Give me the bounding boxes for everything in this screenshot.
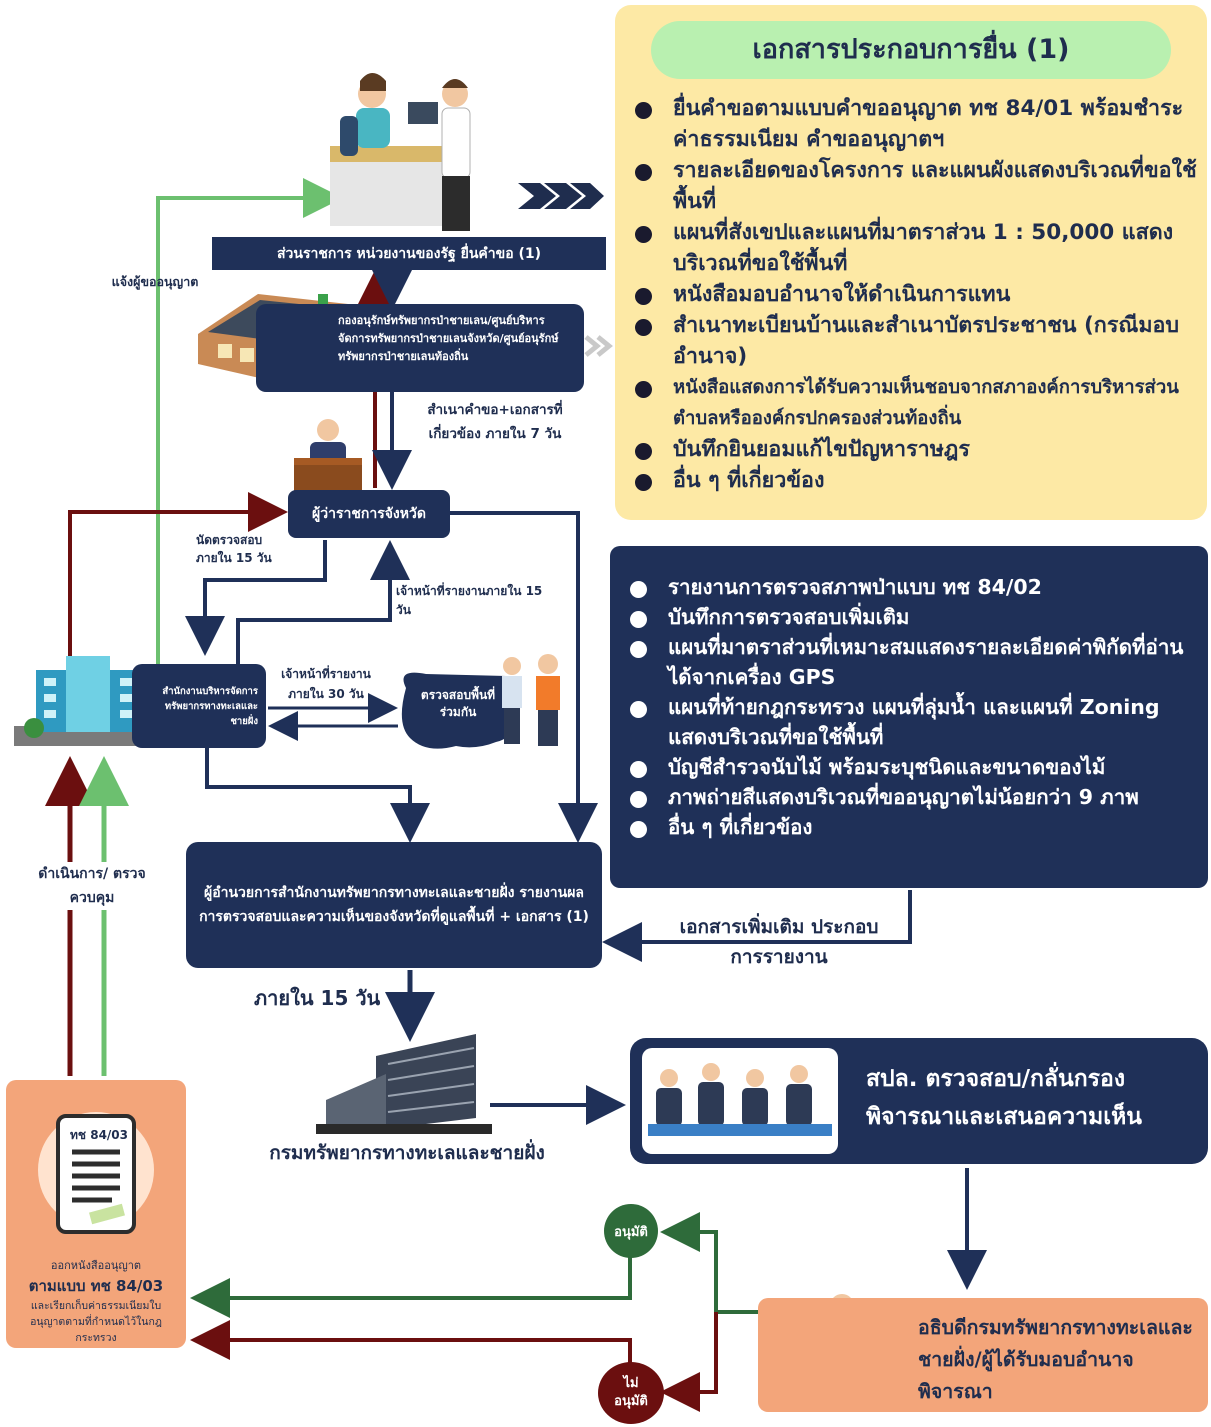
permit-line-2: ตามแบบ ทช 84/03 (28, 1277, 164, 1295)
committee-box: สปล. ตรวจสอบ/กลั่นกรอง พิจารณาและเสนอควา… (630, 1038, 1208, 1164)
list-item: รายละเอียดของโครงการ และแผนผังแสดงบริเวณ… (623, 155, 1201, 217)
required-documents-panel: เอกสารประกอบการยื่น (1) ยื่นคำขอตามแบบคำ… (615, 5, 1207, 520)
operate-control-label: ดำเนินการ/ ตรวจควบคุม (30, 862, 154, 910)
director-general-text: อธิบดีกรมทรัพยากรทางทะเลและชายฝั่ง/ผู้ได… (918, 1316, 1193, 1403)
list-item: บันทึกการตรวจสอบเพิ่มเติม (618, 602, 1202, 632)
officer-report-30-label: เจ้าหน้าที่รายงาน ภายใน 30 วัน (281, 667, 371, 701)
marine-director-box: ผู้อำนวยการสำนักงานทรัพยากรทางทะเลและชาย… (186, 842, 602, 968)
marine-office-box: สำนักงานบริหารจัดการทรัพยากรทางทะเลและชา… (132, 664, 266, 748)
meeting-illustration (642, 1048, 838, 1154)
not-approve-badge: ไม่ อนุมัติ (598, 1362, 664, 1424)
required-documents-list: ยื่นคำขอตามแบบคำขออนุญาต ทช 84/01 พร้อมช… (623, 93, 1201, 496)
applicant-box: ส่วนราชการ หน่วยงานของรัฐ ยื่นคำขอ (1) (212, 237, 606, 270)
list-item: รายงานการตรวจสภาพป่าแบบ ทช 84/02 (618, 572, 1202, 602)
joint-inspection-label: ตรวจสอบพื้นที่ร่วมกัน (420, 688, 496, 719)
inspectors-illustration (502, 654, 560, 746)
copy-docs-label: สำเนาคำขอ+เอกสารที่เกี่ยวข้อง ภายใน 7 วั… (427, 402, 563, 442)
notify-applicant-label: แจ้งผู้ขออนุญาต (111, 274, 199, 289)
list-item: บันทึกยินยอมแก้ไขปัญหาราษฎร (623, 434, 1201, 465)
governor-desk-illustration (294, 419, 362, 492)
director-general-box: อธิบดีกรมทรัพยากรทางทะเลและชายฝั่ง/ผู้ได… (758, 1298, 1208, 1412)
list-item: บัญชีสำรวจนับไม้ พร้อมระบุชนิดและขนาดของ… (618, 752, 1202, 782)
list-item: แผนที่มาตราส่วนที่เหมาะสมแสดงรายละเอียดค… (618, 632, 1202, 692)
list-item: หนังสือมอบอำนาจให้ดำเนินการแทน (623, 279, 1201, 310)
committee-text: สปล. ตรวจสอบ/กลั่นกรอง พิจารณาและเสนอควา… (866, 1066, 1142, 1130)
chevron-arrows-icon (518, 183, 604, 209)
extra-docs-label: เอกสารเพิ่มเติม ประกอบการรายงาน (679, 916, 879, 968)
inspection-report-list: รายงานการตรวจสภาพป่าแบบ ทช 84/02 บันทึกก… (618, 572, 1202, 842)
double-chevron-icon (584, 335, 613, 357)
list-item: แผนที่ท้ายกฎกระทรวง แผนที่ลุ่มน้ำ และแผน… (618, 692, 1202, 752)
office-building-illustration (14, 656, 164, 746)
approve-badge: อนุมัติ (604, 1204, 658, 1258)
permit-panel: ทช 84/03 ออกหนังสืออนุญาต ตามแบบ ทช 84/0… (6, 1080, 186, 1348)
inspection-report-panel: รายงานการตรวจสภาพป่าแบบ ทช 84/02 บันทึกก… (610, 546, 1208, 888)
permit-line-1: ออกหนังสืออนุญาต (50, 1259, 142, 1272)
reception-desk-illustration (330, 73, 471, 231)
permit-line-3: และเรียกเก็บค่าธรรมเนียมใบอนุญาตตามที่กำ… (30, 1300, 162, 1344)
list-item: ภาพถ่ายสีแสดงบริเวณที่ขออนุญาตไม่น้อยกว่… (618, 782, 1202, 812)
forest-office-box: กองอนุรักษ์ทรัพยากรป่าชายเลน/ศูนย์บริหาร… (256, 304, 584, 392)
officer-report-15-label: เจ้าหน้าที่รายงานภายใน 15 วัน (396, 584, 543, 617)
list-item: แผนที่สังเขปและแผนที่มาตราส่วน 1 : 50,00… (623, 217, 1201, 279)
within-15-days-label: ภายใน 15 วัน (254, 986, 381, 1010)
inspect-blob (401, 672, 522, 749)
permit-document-icon (38, 1112, 154, 1234)
list-item: ยื่นคำขอตามแบบคำขออนุญาต ทช 84/01 พร้อมช… (623, 93, 1201, 155)
list-item: หนังสือแสดงการได้รับความเห็นชอบจากสภาองค… (623, 372, 1201, 434)
list-item: อื่น ๆ ที่เกี่ยวข้อง (623, 465, 1201, 496)
required-documents-title: เอกสารประกอบการยื่น (1) (651, 21, 1171, 79)
department-building-illustration (316, 1034, 492, 1134)
permit-form-code: ทช 84/03 (69, 1128, 128, 1142)
list-item: อื่น ๆ ที่เกี่ยวข้อง (618, 812, 1202, 842)
appoint-inspection-label: นัดตรวจสอบ ภายใน 15 วัน (196, 533, 272, 565)
department-label: กรมทรัพยากรทางทะเลและชายฝั่ง (269, 1142, 545, 1164)
governor-box: ผู้ว่าราชการจังหวัด (288, 490, 450, 538)
list-item: สำเนาทะเบียนบ้านและสำเนาบัตรประชาชน (กรณ… (623, 310, 1201, 372)
